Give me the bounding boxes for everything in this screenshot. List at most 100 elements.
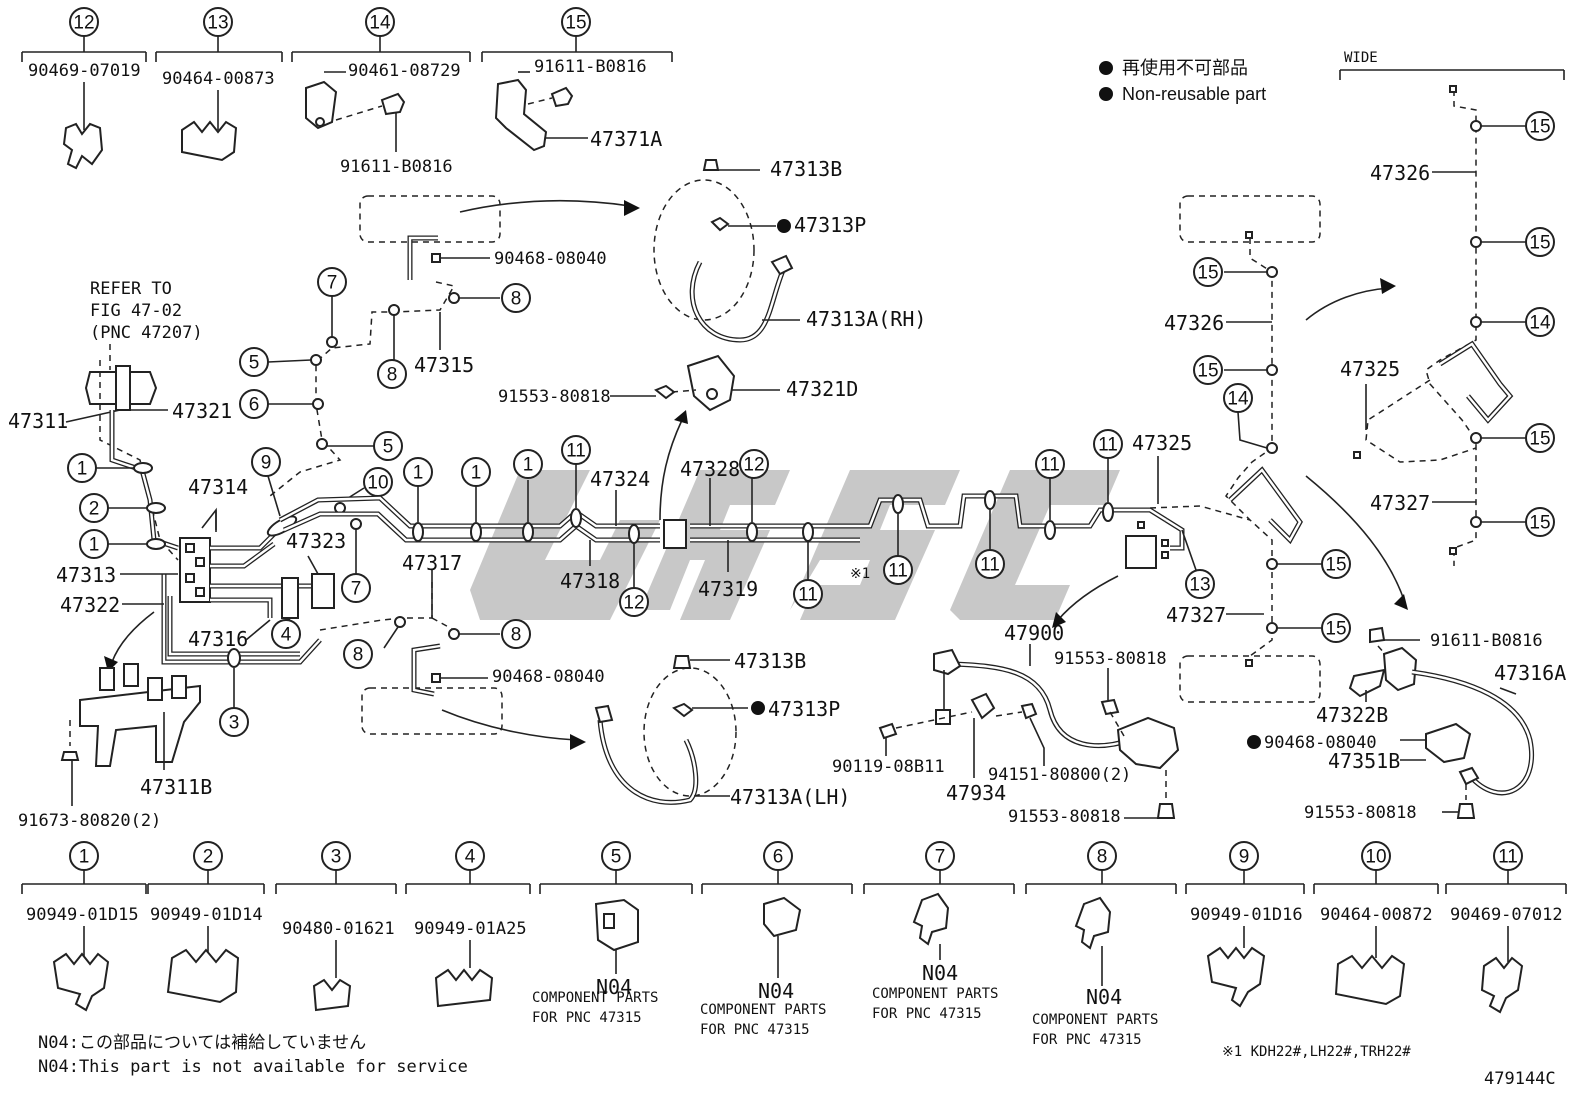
part-label: 47313A(LH) <box>730 785 850 809</box>
svg-text:1: 1 <box>471 463 482 484</box>
nut-icon <box>1020 702 1038 720</box>
part-number: 90949-01D16 <box>1190 905 1303 925</box>
svg-text:8: 8 <box>387 365 398 386</box>
part-label: 47327 <box>1166 603 1226 627</box>
part-number: 90461-08729 <box>348 61 461 81</box>
bottom-clip-1: 1 90949-01D15 <box>21 841 147 1012</box>
part-number: 90949-01A25 <box>414 919 527 939</box>
part-label: 47313P <box>768 697 840 721</box>
bracket-icon <box>494 78 548 152</box>
clip-icon <box>52 952 110 1012</box>
clip-icon <box>594 898 639 952</box>
sensor-icon <box>1116 716 1180 770</box>
legend-jp: 再使用不可部品 <box>1122 58 1248 78</box>
bolt-icon <box>1156 803 1176 819</box>
callout-number: 14 <box>369 13 391 34</box>
bracket-icon <box>970 692 996 720</box>
part-label: 47313P <box>794 213 866 237</box>
callout-circle <box>561 7 591 37</box>
bolt-icon <box>702 159 720 171</box>
part-label: 90468-08040 <box>494 249 607 269</box>
part-label: 47314 <box>188 475 248 499</box>
callout-circle <box>69 7 99 37</box>
part-label: 47316A <box>1494 661 1566 685</box>
svg-text:11: 11 <box>980 555 1000 576</box>
bolt-icon <box>1100 698 1120 716</box>
part-label: 91553-80818 <box>498 387 611 407</box>
callout-number: 3 <box>331 847 342 868</box>
part-label: 47321 <box>172 399 232 423</box>
part-label: 47326 <box>1164 311 1224 335</box>
clamp-icon <box>281 577 299 619</box>
n04-line1: COMPONENT PARTS <box>872 986 998 1002</box>
part-label: 47313B <box>734 649 806 673</box>
part-number: 90464-00872 <box>1320 905 1433 925</box>
bottom-clip-5: 5 N04 COMPONENT PARTS FOR PNC 47315 <box>532 841 693 1026</box>
callout-number: 2 <box>203 847 214 868</box>
clip-icon <box>763 896 802 938</box>
bottom-clip-6: 6 N04 COMPONENT PARTS FOR PNC 47315 <box>700 841 853 1038</box>
bracket-icon <box>305 80 338 130</box>
part-label: 47322B <box>1316 703 1388 727</box>
svg-text:8: 8 <box>353 645 364 666</box>
bottom-clip-row: 1 90949-01D15 2 90949-01D14 3 90480-0162… <box>21 841 1567 1048</box>
part-label: 47900 <box>1004 621 1064 645</box>
part-label: 47318 <box>560 569 620 593</box>
bottom-clip-11: 11 90469-07012 <box>1445 841 1567 1014</box>
part-label: 47326 <box>1370 161 1430 185</box>
bracket-icon <box>1425 722 1472 764</box>
part-label: 90468-08040 <box>1264 733 1377 753</box>
part-label: 91673-80820(2) <box>18 811 161 831</box>
svg-text:5: 5 <box>249 353 260 374</box>
right-tube-group: 15 15 14 15 15 47326 47327 <box>1164 195 1408 703</box>
clamp-47321D: 91553-80818 47321D <box>498 354 858 521</box>
note-mark: ※1 <box>850 566 870 582</box>
part-label: 90468-08040 <box>492 667 605 687</box>
wide-section: WIDE 15 15 14 15 15 47326 47325 47327 <box>1339 50 1565 566</box>
clip-icon <box>62 122 104 170</box>
svg-text:15: 15 <box>1197 263 1218 284</box>
svg-text:9: 9 <box>261 453 272 474</box>
part-label: 47323 <box>286 529 346 553</box>
part-number: 90480-01621 <box>282 919 395 939</box>
bottom-clip-2: 2 90949-01D14 <box>147 841 265 1004</box>
svg-text:15: 15 <box>1529 429 1550 450</box>
part-label: 47315 <box>414 353 474 377</box>
svg-text:15: 15 <box>1529 117 1550 138</box>
svg-text:10: 10 <box>367 473 388 494</box>
part-label: 47317 <box>402 551 462 575</box>
callout-number: 11 <box>1498 847 1518 868</box>
figure-id: 479144C <box>1484 1069 1556 1089</box>
part-number: 90464-00873 <box>162 69 275 89</box>
junction-block-icon <box>1125 535 1157 569</box>
part-number: 90469-07012 <box>1450 905 1563 925</box>
main-rear-tube: 1 1 1 11 12 47324 47318 47328 12 47319 1… <box>278 429 1251 628</box>
part-label: 47351B <box>1328 749 1400 773</box>
clip-icon <box>166 948 240 1004</box>
svg-text:5: 5 <box>383 437 394 458</box>
callout-number: 15 <box>565 13 586 34</box>
refer-line-2: FIG 47-02 <box>90 301 182 321</box>
part-label: 94151-80800(2) <box>988 765 1131 785</box>
n04-line2: FOR PNC 47315 <box>532 1010 642 1026</box>
top-clip-14: 14 90461-08729 91611-B0816 <box>291 7 471 177</box>
bracket-icon <box>79 684 201 767</box>
callout-number: 13 <box>207 13 228 34</box>
bottom-clip-10: 10 90464-00872 <box>1313 841 1439 1006</box>
clip-icon <box>1074 896 1112 950</box>
part-number: 91611-B0816 <box>340 157 453 177</box>
part-label: 47313B <box>770 157 842 181</box>
bottom-clip-8: 8 N04 COMPONENT PARTS FOR PNC 47315 <box>1025 841 1177 1048</box>
part-label: 90119-08B11 <box>832 757 945 777</box>
top-clip-15: 15 91611-B0816 47371A <box>481 7 673 152</box>
clip-icon <box>1334 954 1406 1006</box>
n04-line2: FOR PNC 47315 <box>1032 1032 1142 1048</box>
svg-text:11: 11 <box>1040 455 1060 476</box>
svg-text:11: 11 <box>798 585 818 606</box>
clip-icon <box>912 892 950 946</box>
n04-line1: COMPONENT PARTS <box>532 990 658 1006</box>
note-n04-en: N04:This part is not available for servi… <box>38 1057 468 1077</box>
callout-number: 7 <box>935 847 946 868</box>
junction-block-icon <box>663 519 687 549</box>
left-tube-bundle: 1 2 1 3 4 47314 47313 47322 47316 47323 <box>56 360 393 737</box>
